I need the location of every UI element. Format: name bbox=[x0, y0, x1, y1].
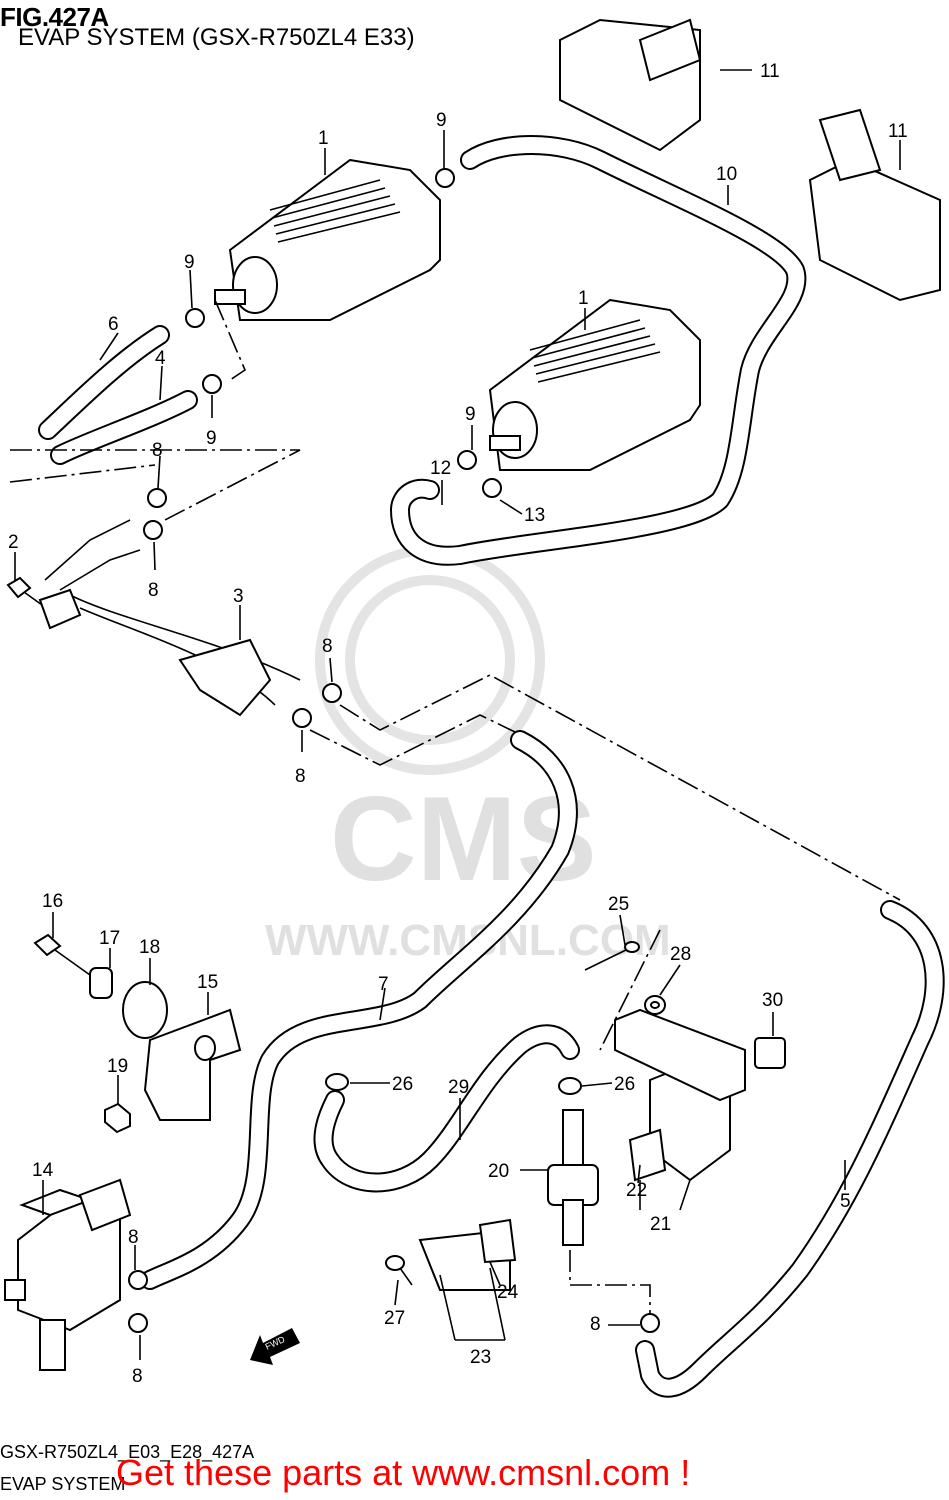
callout-20: 20 bbox=[488, 1161, 509, 1182]
hose-7 bbox=[140, 730, 578, 1290]
routing-lines bbox=[9, 299, 901, 1315]
footer-diagram-code: GSX-R750ZL4_E03_E28_427A bbox=[0, 1442, 255, 1462]
callout-3: 3 bbox=[233, 586, 244, 607]
callout-26-a: 26 bbox=[392, 1074, 413, 1095]
bracket-11-top bbox=[559, 18, 702, 152]
callout-24: 24 bbox=[497, 1282, 519, 1303]
clip-22 bbox=[628, 1128, 667, 1182]
grommet-18 bbox=[122, 981, 168, 1039]
canister-top bbox=[214, 158, 441, 321]
collar-17 bbox=[89, 967, 113, 999]
callout-22: 22 bbox=[626, 1180, 647, 1201]
cms-watermark: CMS WWW.CMSNL.COM bbox=[265, 545, 671, 965]
callout-1-top: 1 bbox=[318, 128, 329, 149]
plate-bracket bbox=[614, 1008, 746, 1102]
solenoid-valve-14 bbox=[4, 1178, 132, 1371]
callout-16: 16 bbox=[42, 891, 63, 912]
figure-subtitle: EVAP SYSTEM (GSX-R750ZL4 E33) bbox=[18, 24, 415, 51]
bracket-11-right bbox=[808, 108, 941, 302]
callout-26-b: 26 bbox=[614, 1074, 635, 1095]
hose-clamps bbox=[128, 168, 660, 1333]
watermark-brand: CMS bbox=[330, 772, 597, 906]
screw-27 bbox=[385, 1255, 413, 1286]
hose-10 bbox=[390, 135, 807, 566]
callout-1-middle: 1 bbox=[578, 288, 589, 309]
cap-30 bbox=[754, 1037, 786, 1069]
callout-6: 6 bbox=[108, 314, 119, 335]
purge-valve-20 bbox=[547, 1109, 599, 1246]
callout-11-a: 11 bbox=[760, 61, 780, 82]
callout-9-d: 9 bbox=[465, 404, 476, 425]
bolt-16 bbox=[33, 933, 91, 976]
callout-8-d: 8 bbox=[295, 766, 306, 787]
bracket-24 bbox=[478, 1218, 517, 1264]
callout-7: 7 bbox=[378, 974, 389, 995]
callout-10: 10 bbox=[716, 164, 737, 185]
callout-27: 27 bbox=[384, 1308, 405, 1329]
callout-8-c: 8 bbox=[322, 636, 333, 657]
callout-13: 13 bbox=[524, 505, 545, 526]
callout-12: 12 bbox=[430, 458, 451, 479]
callout-29: 29 bbox=[448, 1077, 469, 1098]
callout-8-e: 8 bbox=[128, 1227, 139, 1248]
callout-8-a: 8 bbox=[152, 440, 163, 461]
bracket-15 bbox=[143, 1008, 242, 1121]
callout-2: 2 bbox=[8, 532, 19, 553]
callout-25: 25 bbox=[608, 894, 629, 915]
callout-17: 17 bbox=[99, 928, 120, 949]
footer-section-name: EVAP SYSTEM bbox=[0, 1474, 126, 1494]
rivet-25 bbox=[584, 941, 640, 971]
callout-labels: 1 1 2 3 4 5 6 7 8 8 8 8 8 8 8 9 9 9 9 10… bbox=[8, 61, 908, 1387]
hose-6 bbox=[38, 325, 170, 440]
hose-29 bbox=[313, 1024, 580, 1193]
leader-lines bbox=[14, 69, 901, 1360]
pipe-assembly-3 bbox=[38, 519, 301, 717]
callout-15: 15 bbox=[197, 972, 218, 993]
callout-14: 14 bbox=[32, 1160, 54, 1181]
callout-5: 5 bbox=[840, 1191, 851, 1212]
fwd-arrow: FWD bbox=[250, 1328, 300, 1365]
callout-8-g: 8 bbox=[590, 1314, 601, 1335]
callout-4: 4 bbox=[155, 348, 166, 369]
bolt-2 bbox=[6, 576, 43, 606]
callout-18: 18 bbox=[139, 937, 160, 958]
callout-21: 21 bbox=[650, 1214, 671, 1235]
callout-30: 30 bbox=[762, 990, 783, 1011]
washer-28 bbox=[644, 995, 666, 1015]
callout-9-b: 9 bbox=[184, 252, 195, 273]
nut-19 bbox=[104, 1102, 131, 1134]
canister-middle bbox=[488, 298, 701, 471]
callout-28: 28 bbox=[670, 944, 691, 965]
callout-11-b: 11 bbox=[888, 121, 908, 142]
hose-4 bbox=[50, 390, 198, 465]
callout-9-c: 9 bbox=[206, 428, 217, 449]
callout-19: 19 bbox=[107, 1056, 128, 1077]
hose-5 bbox=[635, 900, 945, 1398]
callout-23: 23 bbox=[470, 1347, 491, 1368]
callout-8-f: 8 bbox=[132, 1366, 143, 1387]
callout-8-b: 8 bbox=[148, 580, 159, 601]
figure-title: FIG.427A bbox=[0, 2, 109, 32]
promo-link-text[interactable]: Get these parts at www.cmsnl.com ! bbox=[116, 1452, 691, 1493]
callout-9-a: 9 bbox=[436, 110, 447, 131]
